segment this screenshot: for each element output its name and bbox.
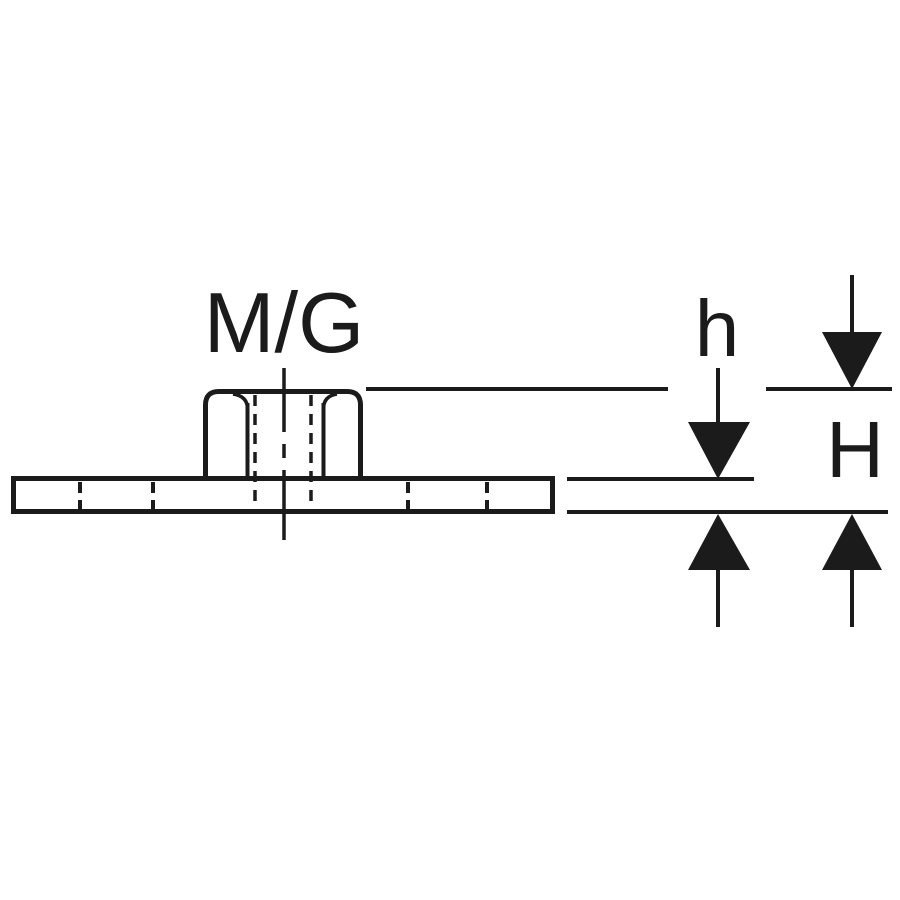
- plate-hidden-hole-right: [406, 482, 489, 510]
- extension-lines: [366, 387, 892, 514]
- arrow-h-down-head: [688, 422, 750, 479]
- plate-hidden-hole-left: [78, 482, 155, 510]
- nut-chamfer-arc-right: [321, 392, 338, 410]
- arrow-H-up-head: [822, 514, 882, 570]
- dimension-label-h: h: [695, 284, 740, 373]
- dimension-arrows: [688, 275, 882, 627]
- nut-chamfer-arc-left: [232, 392, 250, 410]
- arrow-H-down-head: [822, 332, 882, 389]
- arrow-h-up-head: [688, 514, 750, 570]
- thread-size-label: M/G: [204, 276, 365, 371]
- dimension-label-H: H: [826, 405, 884, 494]
- nut: [203, 368, 363, 540]
